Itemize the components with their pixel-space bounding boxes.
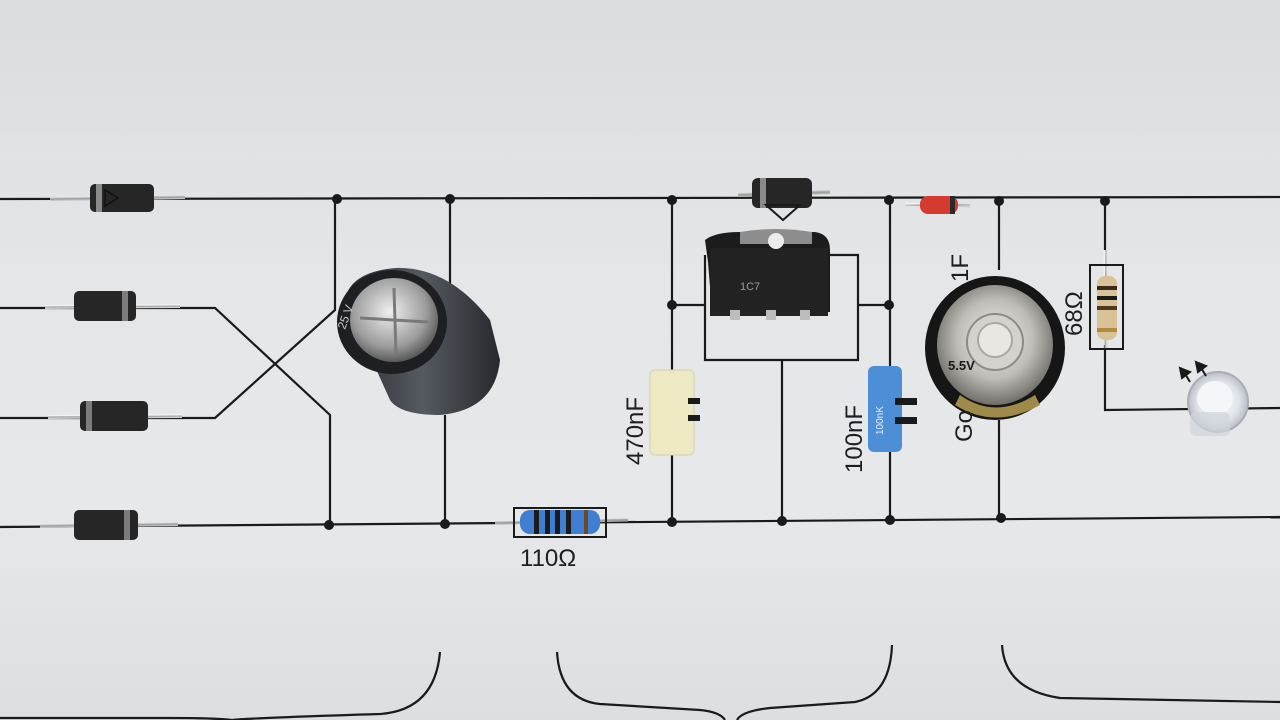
supercap-label-partial: Go	[951, 410, 978, 442]
junction-dots	[324, 194, 1110, 530]
capacitor-100nf-label: 100nF	[841, 405, 868, 473]
capacitor-100nf-marking: 100nK	[875, 406, 886, 435]
capacitor-470nf	[649, 369, 700, 456]
section-braces	[0, 644, 1280, 720]
supercap-marking: 5.5V	[948, 358, 975, 373]
voltage-regulator: 1C7	[705, 229, 830, 320]
capacitor-470nf-label: 470nF	[622, 397, 649, 465]
led-resistor	[1089, 249, 1124, 351]
bridge-diode-4	[39, 510, 179, 540]
bridge-diode-1	[49, 184, 186, 212]
regulator-marking: 1C7	[740, 281, 760, 293]
bridge-diode-2	[44, 291, 181, 321]
electrolytic-capacitor: 25 V	[335, 267, 500, 415]
input-resistor	[494, 507, 629, 538]
bridge-diode-3	[47, 401, 183, 431]
schematic-traces	[0, 195, 1280, 529]
small-red-diode	[904, 196, 971, 214]
input-resistor-label: 110Ω	[520, 545, 576, 572]
supercap-value-partial: 1F	[947, 254, 974, 282]
zener-diode	[737, 178, 831, 222]
led	[1187, 371, 1249, 436]
supercapacitor: 5.5V	[925, 276, 1065, 420]
capacitor-100nf: 100nK	[868, 366, 917, 452]
light-arrows-icon	[1178, 360, 1209, 383]
led-resistor-label: 68Ω	[1061, 291, 1088, 336]
